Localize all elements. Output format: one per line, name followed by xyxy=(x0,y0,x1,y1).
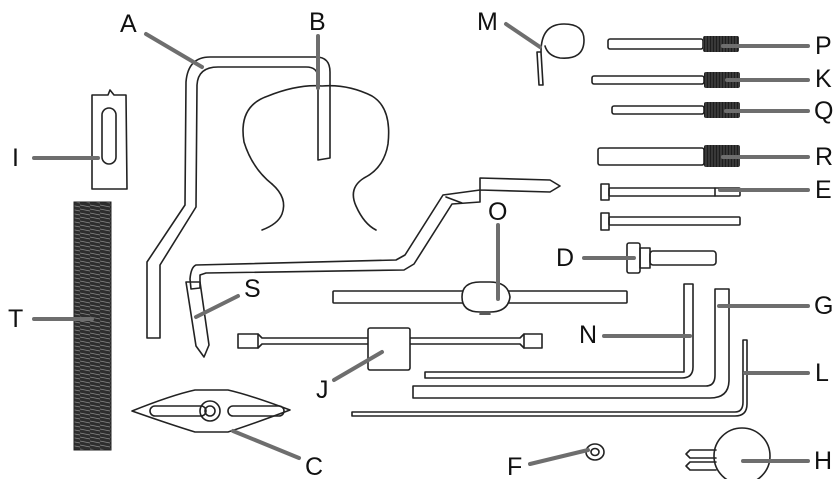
tool-c-locking-plate xyxy=(131,389,291,433)
tool-j-sliding-tbar xyxy=(237,327,543,371)
tool-k-handle xyxy=(704,72,740,88)
label-d: D xyxy=(556,244,575,272)
label-o: O xyxy=(488,198,508,226)
tool-n-hex-key xyxy=(424,283,694,379)
leader-j xyxy=(332,350,384,382)
tool-e-bolt xyxy=(600,183,741,201)
leader-s xyxy=(194,294,240,319)
label-q: Q xyxy=(814,97,834,125)
tool-p-pin xyxy=(607,38,704,50)
leader-m xyxy=(504,22,542,49)
leader-lines xyxy=(32,22,810,466)
tool-t-knurled-rod xyxy=(73,201,112,451)
tool-r-pin xyxy=(597,147,705,166)
label-h: H xyxy=(814,447,833,475)
tool-f-washer xyxy=(585,443,605,461)
tool-b-spring-clip xyxy=(242,84,390,231)
label-k: K xyxy=(815,65,832,93)
tool-q-handle xyxy=(704,102,740,118)
leader-f xyxy=(528,448,590,466)
label-a: A xyxy=(120,10,137,38)
tool-m-ring-pin xyxy=(536,23,585,86)
dark-parts xyxy=(73,36,740,451)
tool-s-bent-rod xyxy=(185,177,561,358)
tool-d-stepped-pin xyxy=(626,242,717,274)
label-s: S xyxy=(244,275,261,303)
label-l: L xyxy=(815,359,829,387)
tool-a-bent-rod xyxy=(146,56,331,339)
label-f: F xyxy=(507,453,523,481)
label-n: N xyxy=(579,321,598,349)
label-c: C xyxy=(305,453,324,481)
tool-i-slotted-plate xyxy=(91,89,128,190)
tool-k-pin xyxy=(591,75,705,85)
label-m: M xyxy=(477,8,498,36)
label-j: J xyxy=(316,376,329,404)
label-g: G xyxy=(814,292,834,320)
label-b: B xyxy=(309,8,326,36)
label-e: E xyxy=(815,176,832,204)
tool-bolt-second xyxy=(600,212,741,231)
tool-g-hex-key xyxy=(412,288,730,399)
tool-l-hex-key xyxy=(351,339,748,417)
label-r: R xyxy=(815,143,834,171)
label-i: I xyxy=(12,144,19,172)
label-t: T xyxy=(8,305,24,333)
tool-h-ring-tool xyxy=(685,427,771,479)
leader-a xyxy=(144,32,204,69)
label-p: P xyxy=(815,32,832,60)
tool-q-pin xyxy=(611,105,705,115)
tool-o-tommy-bar xyxy=(332,281,628,315)
leader-c xyxy=(231,429,301,460)
